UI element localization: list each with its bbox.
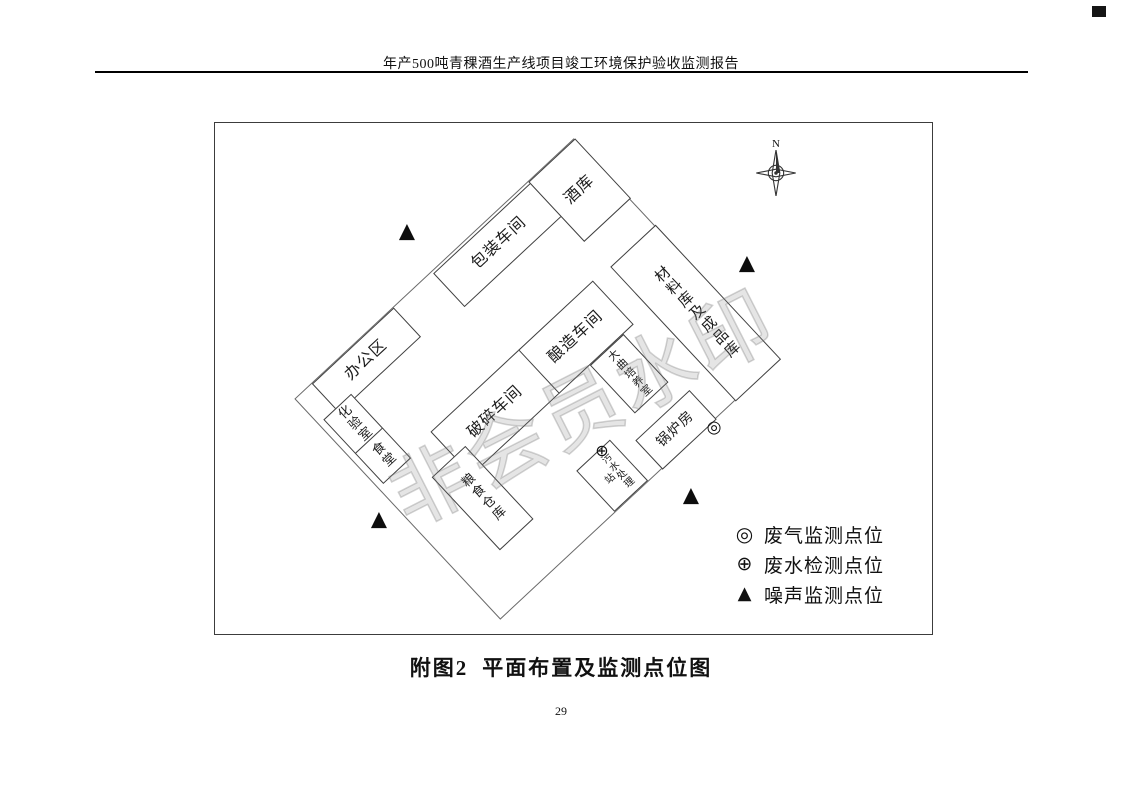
header-title: 年产500吨青稞酒生产线项目竣工环境保护验收监测报告 — [383, 57, 739, 72]
building-boiler-room: 锅炉房 — [635, 389, 717, 470]
noise-monitoring-point-icon: ▲ — [398, 218, 416, 243]
scan-artifact — [1092, 6, 1106, 17]
compass-icon — [756, 149, 796, 197]
compass-north-label: N — [772, 138, 780, 150]
legend: ◎ 废气监测点位 ⊕ 废水检测点位 ▲ 噪声监测点位 — [731, 519, 884, 609]
site-plan-figure: 办公区 包装车间 酒库 材料库及成品库 化验室 食堂 破碎车间 酿造车间 大曲培… — [214, 122, 933, 635]
wastewater-monitoring-point-icon: ⊕ — [595, 441, 609, 460]
figure-caption-title: 平面布置及监测点位图 — [482, 656, 713, 680]
noise-monitoring-point-icon: ▲ — [682, 482, 700, 507]
wastewater-point-icon: ⊕ — [736, 552, 754, 575]
building-sewage-station: 污水处理站 — [576, 439, 649, 512]
noise-monitoring-point-icon: ▲ — [370, 506, 388, 531]
noise-point-icon: ▲ — [737, 583, 753, 604]
legend-item-noise: ▲ 噪声监测点位 — [731, 579, 884, 609]
noise-monitoring-point-icon: ▲ — [738, 250, 756, 275]
gas-point-icon: ◎ — [735, 522, 755, 546]
legend-item-wastewater: ⊕ 废水检测点位 — [731, 549, 884, 579]
header-rule — [95, 71, 1028, 73]
building-office: 办公区 — [311, 307, 422, 414]
figure-caption: 附图2 平面布置及监测点位图 — [0, 652, 1122, 682]
page-number: 29 — [555, 704, 567, 718]
legend-label: 废水检测点位 — [764, 555, 885, 577]
legend-label: 噪声监测点位 — [764, 585, 885, 607]
compass: N — [751, 139, 801, 201]
figure-caption-number: 附图2 — [409, 656, 469, 680]
site-plan: 办公区 包装车间 酒库 材料库及成品库 化验室 食堂 破碎车间 酿造车间 大曲培… — [294, 138, 782, 620]
gas-monitoring-point-icon: ◎ — [706, 417, 722, 438]
legend-label: 废气监测点位 — [764, 525, 885, 547]
legend-item-gas: ◎ 废气监测点位 — [731, 519, 884, 549]
